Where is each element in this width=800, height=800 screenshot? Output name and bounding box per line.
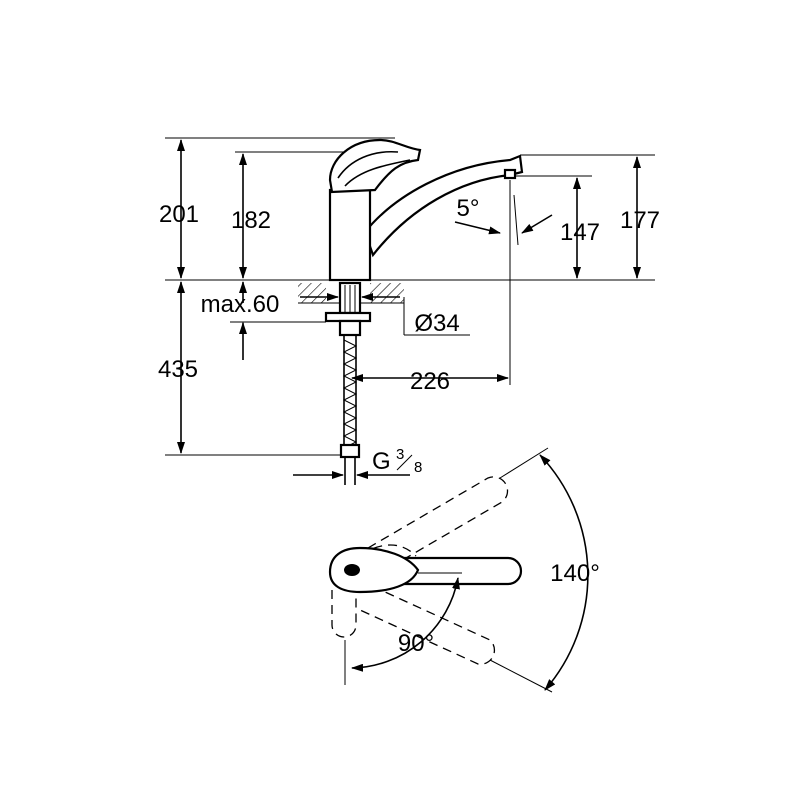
label-thread-denominator: 8 [414,459,422,476]
dim-line-5deg-left [454,221,501,235]
lever [328,138,422,194]
top-view-labels: 140° 90° [398,560,600,657]
label-max-60: max.60 [201,291,280,318]
lever-top [328,546,420,594]
label-435: 435 [158,356,198,383]
faucet-side-view [298,138,524,485]
braided-hose [339,335,361,485]
spout-rotated-left-dashed [367,476,509,573]
label-5-degrees: 5° [457,195,480,222]
worktop-hatch-right [370,283,404,303]
label-90-degrees: 90° [398,630,434,657]
reference-lines [165,137,655,456]
mounting-nut [324,311,372,323]
aerator [503,168,517,180]
label-140-degrees: 140° [550,560,600,587]
label-177: 177 [620,207,660,234]
faucet-top-view [328,447,589,693]
worktop-hatch-left [298,283,326,303]
fixing-stud [338,319,362,337]
dimension-lines [177,139,641,479]
label-thread-g: G [372,448,391,475]
label-diameter-34: Ø34 [414,310,459,337]
label-201: 201 [159,201,199,228]
lever-rotated-dashed [331,590,357,638]
label-147: 147 [560,219,600,246]
faucet-body [328,188,372,282]
label-182: 182 [231,207,271,234]
indicator-dot [344,564,360,576]
dim-line-5deg-right [521,214,553,234]
hose-connector [339,443,361,459]
side-view-labels: 201 182 5° 147 177 max.60 Ø34 435 226 G … [158,195,660,476]
dim-arc-140 [539,454,589,691]
spout [363,154,524,258]
label-thread-numerator: 3 [396,446,404,463]
label-226: 226 [410,368,450,395]
dim-arc-90 [351,577,460,672]
